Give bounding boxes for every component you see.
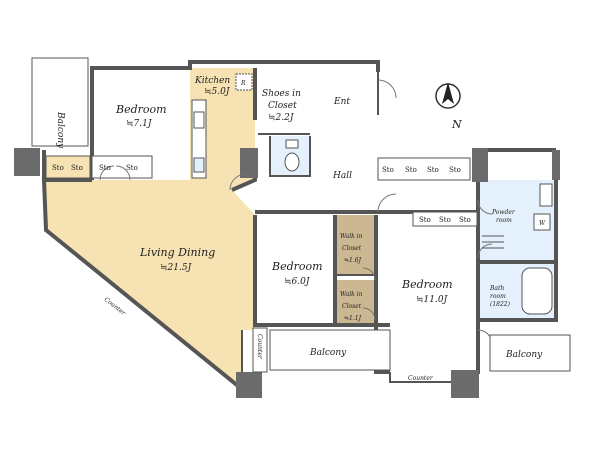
sto-label: Sto [427, 166, 439, 174]
sto-label: Sto [71, 164, 83, 172]
shoes-closet-line2: Closet [268, 101, 297, 111]
entrance-label: Ent [333, 97, 350, 107]
washer-box [533, 213, 551, 231]
balcony-mid-box [269, 329, 391, 371]
bedroom-right-name: Bedroom [401, 278, 453, 291]
walk-in-2-line1: Walk in [340, 291, 363, 298]
sto-label: Sto [382, 166, 394, 174]
bedroom-mid-floor [255, 215, 335, 325]
powder-room-line1: Powder [491, 209, 516, 216]
sto-labels: Sto Sto Sto Sto Sto Sto Sto Sto Sto Sto … [52, 164, 471, 224]
sto-label: Sto [459, 216, 471, 224]
stove-icon [193, 157, 205, 173]
shoes-closet-size: ≒2.2J [268, 113, 295, 123]
counter-vert-box [252, 327, 268, 373]
balcony-left-box [31, 57, 89, 147]
fridge-box [235, 73, 253, 91]
walk-in-2-line2: Closet [342, 303, 362, 310]
bedroom-right-lower [390, 330, 455, 370]
kitchen-size: ≒5.0J [204, 87, 231, 97]
north-compass-icon [435, 82, 461, 109]
hall-label: Hall [332, 171, 352, 181]
steps [482, 235, 504, 249]
bedroom-mid-name: Bedroom [271, 260, 323, 273]
powder-room-line2: room [496, 217, 512, 224]
counter-bottom-label: Counter [408, 375, 434, 382]
walk-in-closet-1-floor [335, 215, 375, 275]
sto-label: Sto [419, 216, 431, 224]
sink-icon [193, 111, 205, 129]
walk-in-closet-2-floor [335, 280, 375, 325]
sto-label: Sto [449, 166, 461, 174]
washbasin-icon [285, 139, 299, 149]
balcony-mid-label: Balcony [309, 348, 347, 358]
bedroom-mid-size: ≒6.0J [284, 277, 311, 287]
balcony-right-label: Balcony [505, 350, 543, 360]
columns [14, 148, 560, 398]
walk-in-1-size: ≒1.6J [344, 257, 362, 264]
bedroom-tl-size: ≒7.1J [126, 119, 153, 129]
bedroom-tl-name: Bedroom [115, 103, 167, 116]
bath-room-line2: room [490, 293, 506, 300]
sto-label: Sto [52, 164, 64, 172]
balcony-left-label: Balcony [55, 111, 65, 149]
walk-in-1-line1: Walk in [340, 233, 363, 240]
walk-in-1-line2: Closet [342, 245, 362, 252]
kitchen-name: Kitchen [194, 76, 230, 86]
storage-boxes [45, 155, 478, 227]
fridge-label: R [240, 80, 246, 87]
walk-in-2-size: ≒1.1J [344, 315, 362, 322]
sto-label: Sto [99, 164, 111, 172]
shoes-closet-line1: Shoes in [262, 89, 301, 99]
vanity-icon [539, 183, 553, 207]
sto-label: Sto [439, 216, 451, 224]
living-dining-name: Living Dining [139, 246, 215, 259]
bedroom-right-size: ≒11.0J [416, 295, 449, 305]
sto-label: Sto [126, 164, 138, 172]
balcony-right-box [489, 334, 571, 372]
living-dining-size: ≒21.5J [160, 263, 193, 273]
sto-label: Sto [405, 166, 417, 174]
bath-room-line3: (1822) [490, 301, 511, 308]
counter-vert-label: Counter [256, 334, 263, 360]
counter-diag-label: Counter [103, 296, 128, 317]
doors [99, 79, 493, 345]
toilet-icon [284, 152, 300, 172]
bath-room-line1: Bath [489, 285, 504, 292]
washer-label: W [539, 220, 546, 227]
north-label: N [451, 118, 462, 131]
bathtub-icon [521, 267, 553, 315]
